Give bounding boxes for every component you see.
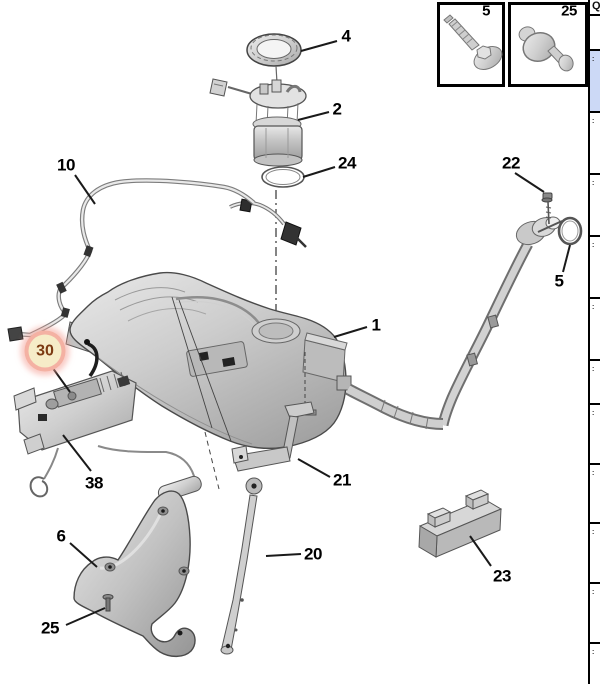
table-row-fragment: : bbox=[592, 304, 595, 311]
parts-table-row[interactable]: : bbox=[590, 524, 600, 581]
parts-table-edge: Q : : : : : : : : : : : bbox=[588, 0, 600, 684]
parts-table-row[interactable]: : bbox=[590, 361, 600, 402]
callout-10[interactable]: 10 bbox=[57, 155, 75, 175]
foam-pad-part-23 bbox=[418, 489, 503, 558]
parts-table-row[interactable]: : bbox=[590, 237, 600, 297]
tank-strap-part-21 bbox=[231, 401, 315, 472]
leader-lines bbox=[51, 40, 571, 626]
callout-24[interactable]: 24 bbox=[338, 153, 356, 173]
table-row-fragment: : bbox=[592, 410, 595, 417]
callout-25[interactable]: 25 bbox=[41, 618, 59, 638]
additive-module-part-30 bbox=[13, 339, 137, 455]
table-row-fragment: : bbox=[592, 529, 595, 536]
table-divider bbox=[590, 403, 600, 405]
parts-table-row[interactable]: : bbox=[590, 299, 600, 358]
filler-pipe bbox=[345, 216, 563, 430]
callout-23[interactable]: 23 bbox=[493, 566, 511, 586]
fuel-tank-part-1 bbox=[65, 271, 352, 490]
table-row-fragment: : bbox=[592, 56, 595, 63]
table-divider bbox=[590, 297, 600, 299]
o-ring-part-24 bbox=[261, 166, 305, 188]
parts-table-row[interactable]: : bbox=[590, 465, 600, 521]
fuel-pump-module-part-2 bbox=[209, 78, 307, 167]
screw-part-22 bbox=[541, 192, 553, 225]
plug-icon bbox=[518, 26, 574, 72]
callout-6[interactable]: 6 bbox=[56, 526, 66, 546]
table-row-fragment: : bbox=[592, 649, 595, 656]
callout-2[interactable]: 2 bbox=[332, 99, 342, 119]
parts-table-row[interactable]: : bbox=[590, 644, 600, 684]
table-divider bbox=[590, 522, 600, 524]
bolt-icon bbox=[443, 14, 503, 70]
callout-20[interactable]: 20 bbox=[304, 544, 322, 564]
table-row-fragment: : bbox=[592, 242, 595, 249]
breather-pipe-part-10 bbox=[7, 178, 256, 342]
pump-harness-connector bbox=[229, 198, 307, 248]
table-divider bbox=[590, 642, 600, 644]
table-row-fragment: : bbox=[592, 589, 595, 596]
o-ring-part-5 bbox=[557, 216, 583, 246]
table-row-fragment: : bbox=[592, 366, 595, 373]
screw-part-25 bbox=[102, 594, 114, 612]
callout-1[interactable]: 1 bbox=[371, 315, 381, 335]
table-header-glyph: Q bbox=[592, 0, 600, 12]
inset-label-5: 5 bbox=[482, 2, 490, 20]
callout-21[interactable]: 21 bbox=[333, 470, 351, 490]
parts-table-row[interactable]: : bbox=[590, 113, 600, 173]
parts-table-row[interactable]: : bbox=[590, 584, 600, 641]
table-divider bbox=[590, 359, 600, 361]
heat-shield-part-6 bbox=[73, 490, 196, 658]
table-divider bbox=[590, 173, 600, 175]
table-divider bbox=[590, 14, 600, 16]
parts-table-row-selected[interactable]: : bbox=[590, 51, 600, 111]
tank-strap-part-20 bbox=[220, 477, 263, 655]
table-row-fragment: : bbox=[592, 118, 595, 125]
table-divider bbox=[590, 582, 600, 584]
inset-label-25: 25 bbox=[561, 2, 577, 20]
table-row-fragment: : bbox=[592, 470, 595, 477]
callout-30-highlighted[interactable]: 30 bbox=[28, 334, 62, 368]
inset-box-bolt bbox=[437, 2, 505, 87]
table-divider bbox=[590, 49, 600, 51]
callout-5[interactable]: 5 bbox=[554, 271, 564, 291]
callout-22[interactable]: 22 bbox=[502, 153, 520, 173]
callout-38[interactable]: 38 bbox=[85, 473, 103, 493]
table-divider bbox=[590, 111, 600, 113]
table-divider bbox=[590, 235, 600, 237]
parts-table-row[interactable]: : bbox=[590, 405, 600, 462]
callout-4[interactable]: 4 bbox=[341, 26, 351, 46]
parts-table-header: Q bbox=[590, 0, 600, 51]
parts-table-row[interactable]: : bbox=[590, 175, 600, 235]
table-divider bbox=[590, 463, 600, 465]
lock-ring-part-4 bbox=[246, 33, 302, 84]
table-row-fragment: : bbox=[592, 180, 595, 187]
inset-box-plug bbox=[508, 2, 588, 87]
